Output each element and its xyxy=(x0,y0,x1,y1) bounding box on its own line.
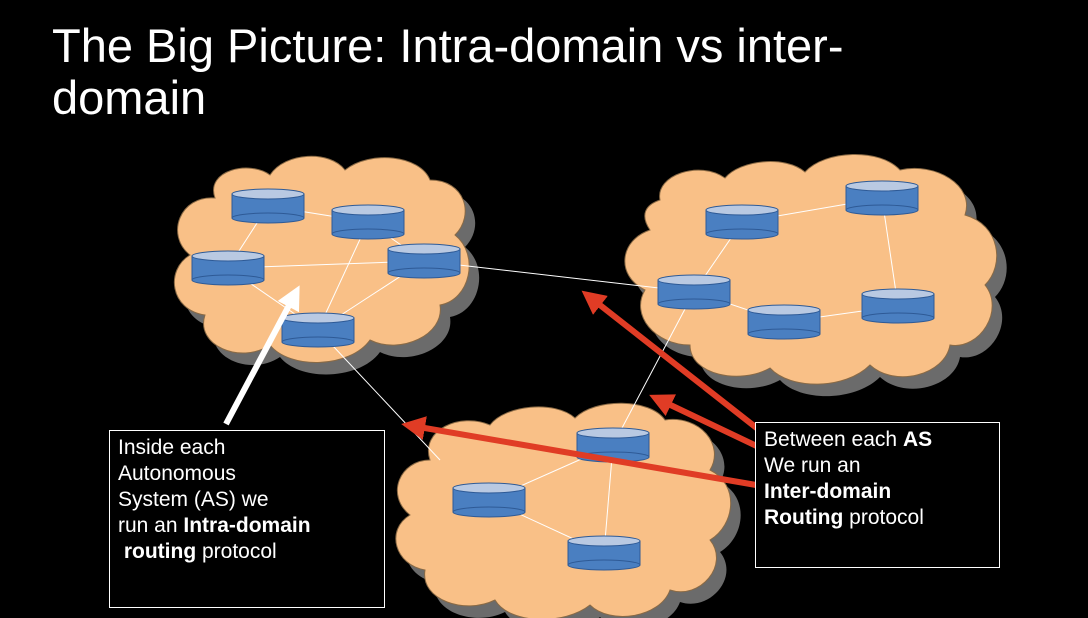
router-icon xyxy=(567,535,641,571)
router-icon xyxy=(845,180,919,216)
inter-domain-arrow-1 xyxy=(581,290,765,436)
caption-line: Inter-domain xyxy=(764,479,991,505)
caption-bold-text: AS xyxy=(902,428,933,451)
router-icon xyxy=(331,204,405,240)
inter-domain-arrow-3 xyxy=(401,416,763,489)
router-icon xyxy=(387,243,461,279)
title-line-2: domain xyxy=(52,71,207,124)
router-icon xyxy=(452,482,526,518)
caption-line: routing protocol xyxy=(118,539,376,565)
caption-text: Between each xyxy=(764,428,903,451)
router-icon xyxy=(191,250,265,286)
router-icon xyxy=(281,312,355,348)
caption-bold-text: Inter-domain xyxy=(764,480,892,503)
caption-text: protocol xyxy=(843,506,924,529)
inter-domain-arrow-2 xyxy=(649,394,767,453)
caption-bold-text: Intra-domain xyxy=(183,514,311,537)
caption-line: Autonomous xyxy=(118,462,236,485)
caption-bold-text: routing xyxy=(123,540,197,563)
intra-domain-arrow xyxy=(223,285,300,426)
router-icon xyxy=(657,274,731,310)
intra-domain-caption: Inside each Autonomous System (AS) we ru… xyxy=(109,430,385,608)
arrows xyxy=(223,285,767,489)
caption-line: System (AS) we xyxy=(118,488,269,511)
caption-bold-text: Routing xyxy=(764,506,844,529)
router-icon xyxy=(231,188,305,224)
caption-line: Routing protocol xyxy=(764,505,991,531)
router-icon xyxy=(861,288,935,324)
caption-text: protocol xyxy=(196,540,277,563)
caption-text: run an xyxy=(118,514,184,537)
caption-line: Inside each xyxy=(118,436,226,459)
router-icon xyxy=(747,304,821,340)
title-line-1: The Big Picture: Intra-domain vs inter- xyxy=(52,19,844,72)
as-cloud-bottom xyxy=(395,402,732,618)
caption-line: Between each AS xyxy=(764,427,991,453)
caption-line: run an Intra-domain xyxy=(118,513,376,539)
router-icon xyxy=(705,204,779,240)
caption-line: We run an xyxy=(764,454,861,477)
slide-title: The Big Picture: Intra-domain vs inter- … xyxy=(52,20,1052,124)
inter-domain-caption: Between each AS We run an Inter-domain R… xyxy=(755,422,1000,568)
